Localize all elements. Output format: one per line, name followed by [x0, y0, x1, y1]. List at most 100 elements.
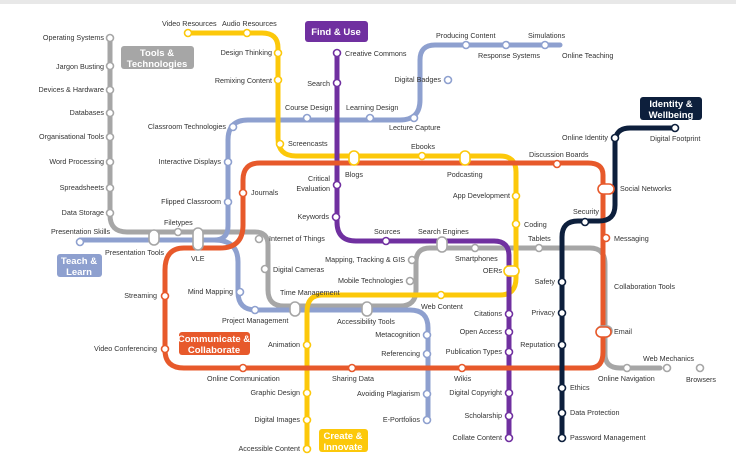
badge-communicate-line2: Collaborate [188, 345, 240, 356]
station-producing-content[interactable] [461, 40, 471, 50]
station-creative-commons[interactable] [332, 48, 342, 58]
station-security[interactable] [580, 217, 590, 227]
label-video-conferencing: Video Conferencing [94, 344, 157, 353]
interchange-social-networks[interactable] [597, 183, 615, 195]
station-messaging[interactable] [601, 233, 611, 243]
interchange-oers[interactable] [503, 265, 520, 277]
station-word-processing[interactable] [105, 157, 115, 167]
station-audio-resources[interactable] [242, 28, 252, 38]
station-smartphones[interactable] [470, 243, 480, 253]
station-interactive-displays[interactable] [223, 157, 233, 167]
station-digital-footprint[interactable] [670, 123, 680, 133]
station-data-storage[interactable] [105, 208, 115, 218]
station-coding[interactable] [511, 219, 521, 229]
station-lecture-capture[interactable] [409, 113, 419, 123]
station-digital-images[interactable] [302, 415, 312, 425]
station-course-design[interactable] [302, 113, 312, 123]
station-browsers[interactable] [695, 363, 705, 373]
station-ethics[interactable] [557, 383, 567, 393]
badge-create-line2: Innovate [323, 442, 362, 453]
station-flipped-classroom[interactable] [223, 197, 233, 207]
station-publication-types[interactable] [504, 347, 514, 357]
badge-find-use[interactable]: Find & Use [305, 21, 368, 42]
badge-teach-learn[interactable]: Teach & Learn [57, 254, 102, 278]
station-password-management[interactable] [557, 433, 567, 443]
station-web-content[interactable] [436, 290, 446, 300]
station-online-teaching[interactable] [540, 40, 550, 50]
station-streaming[interactable] [160, 291, 170, 301]
station-video-resources[interactable] [183, 28, 193, 38]
station-scholarship[interactable] [504, 411, 514, 421]
station-presentation-skills[interactable] [75, 237, 85, 247]
label-ebooks: Ebooks [411, 142, 435, 151]
interchange-search-engines[interactable] [436, 236, 448, 253]
station-collate-content[interactable] [504, 433, 514, 443]
station-jargon-busting[interactable] [105, 61, 115, 71]
badge-create-innovate[interactable]: Create & Innovate [319, 429, 368, 453]
interchange-podcasting[interactable] [459, 150, 471, 166]
station-screencasts[interactable] [275, 139, 285, 149]
station-response-systems[interactable] [501, 40, 511, 50]
station-online-navigation[interactable] [622, 363, 632, 373]
station-graphic-design[interactable] [302, 388, 312, 398]
station-digital-badges[interactable] [443, 75, 453, 85]
station-video-conferencing[interactable] [160, 344, 170, 354]
station-data-protection[interactable] [557, 408, 567, 418]
station-sources[interactable] [381, 236, 391, 246]
station-devices-hardware[interactable] [105, 85, 115, 95]
station-remixing-content[interactable] [273, 75, 283, 85]
badge-tools-technologies[interactable]: Tools & Technologies [121, 46, 194, 70]
station-search[interactable] [332, 78, 342, 88]
station-e-portfolios[interactable] [422, 415, 432, 425]
line-identity-wellbeing [559, 125, 677, 441]
station-tablets[interactable] [534, 243, 544, 253]
station-referencing[interactable] [422, 349, 432, 359]
station-critical-evaluation[interactable] [332, 180, 342, 190]
station-avoiding-plagiarism[interactable] [422, 389, 432, 399]
interchange-presentation-tools[interactable] [148, 229, 160, 246]
interchange-vle[interactable] [192, 227, 204, 251]
interchange-blogs[interactable] [348, 150, 360, 166]
label-online-teaching: Online Teaching [562, 51, 613, 60]
station-ebooks[interactable] [417, 151, 427, 161]
badge-identity-wellbeing[interactable]: Identity & Wellbeing [640, 97, 702, 121]
station-learning-design[interactable] [365, 113, 375, 123]
station-organisational-tools[interactable] [105, 132, 115, 142]
station-web-mechanics[interactable] [662, 363, 672, 373]
station-metacognition[interactable] [422, 330, 432, 340]
station-privacy[interactable] [557, 308, 567, 318]
interchange-accessibility-tools[interactable] [361, 301, 373, 317]
station-databases[interactable] [105, 108, 115, 118]
station-reputation[interactable] [557, 340, 567, 350]
station-citations[interactable] [504, 309, 514, 319]
station-mind-mapping[interactable] [235, 287, 245, 297]
station-spreadsheets[interactable] [105, 183, 115, 193]
station-safety[interactable] [557, 277, 567, 287]
station-online-communication[interactable] [238, 363, 248, 373]
label-mapping-tracking-gis: Mapping, Tracking & GIS [325, 255, 405, 264]
station-app-development[interactable] [511, 191, 521, 201]
station-discussion-boards[interactable] [552, 159, 562, 169]
station-filetypes[interactable] [173, 227, 183, 237]
station-project-management[interactable] [250, 305, 260, 315]
station-journals[interactable] [238, 188, 248, 198]
station-design-thinking[interactable] [273, 48, 283, 58]
station-digital-copyright[interactable] [504, 388, 514, 398]
station-wikis[interactable] [457, 363, 467, 373]
station-online-identity[interactable] [610, 133, 620, 143]
station-open-access[interactable] [504, 327, 514, 337]
badge-communicate-collaborate[interactable]: Communicate & Collaborate [178, 332, 250, 356]
station-mobile-technologies[interactable] [405, 276, 415, 286]
interchange-time-management[interactable] [289, 301, 301, 317]
station-keywords[interactable] [331, 212, 341, 222]
interchange-email[interactable] [595, 326, 612, 338]
station-operating-systems[interactable] [105, 33, 115, 43]
station-mapping-tracking-gis[interactable] [407, 255, 417, 265]
station-animation[interactable] [302, 340, 312, 350]
label-streaming: Streaming [124, 291, 157, 300]
station-accessible-content[interactable] [302, 444, 312, 454]
station-sharing-data[interactable] [347, 363, 357, 373]
station-classroom-technologies[interactable] [228, 122, 238, 132]
station-digital-cameras[interactable] [260, 264, 270, 274]
station-internet-of-things[interactable] [254, 234, 264, 244]
